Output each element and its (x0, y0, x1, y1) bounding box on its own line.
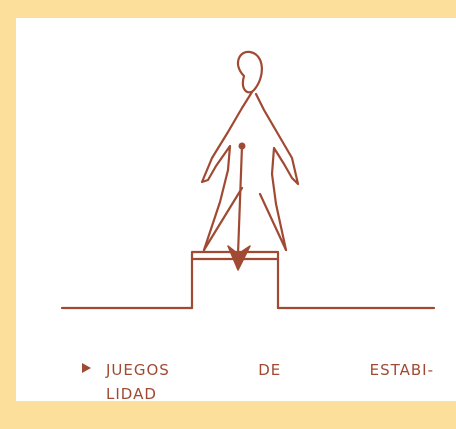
caption-word-de: DE (258, 361, 282, 379)
gravity-arrow-shaft (236, 144, 244, 256)
figure-body (200, 90, 300, 252)
gravity-point (238, 142, 246, 150)
figure-head (236, 50, 263, 94)
caption-word-estabi: ESTABI- (369, 361, 434, 379)
caption-word-lidad: LIDAD (106, 385, 157, 403)
triangle-bullet-icon (82, 363, 91, 373)
stability-sketch (60, 50, 436, 310)
figure-legs (202, 186, 288, 252)
down-arrow-icon (227, 245, 251, 271)
caption: JUEGOS DE ESTABI- LIDAD (82, 358, 434, 406)
illustration-card: JUEGOS DE ESTABI- LIDAD (16, 18, 456, 403)
caption-word-juegos: JUEGOS (106, 361, 170, 379)
